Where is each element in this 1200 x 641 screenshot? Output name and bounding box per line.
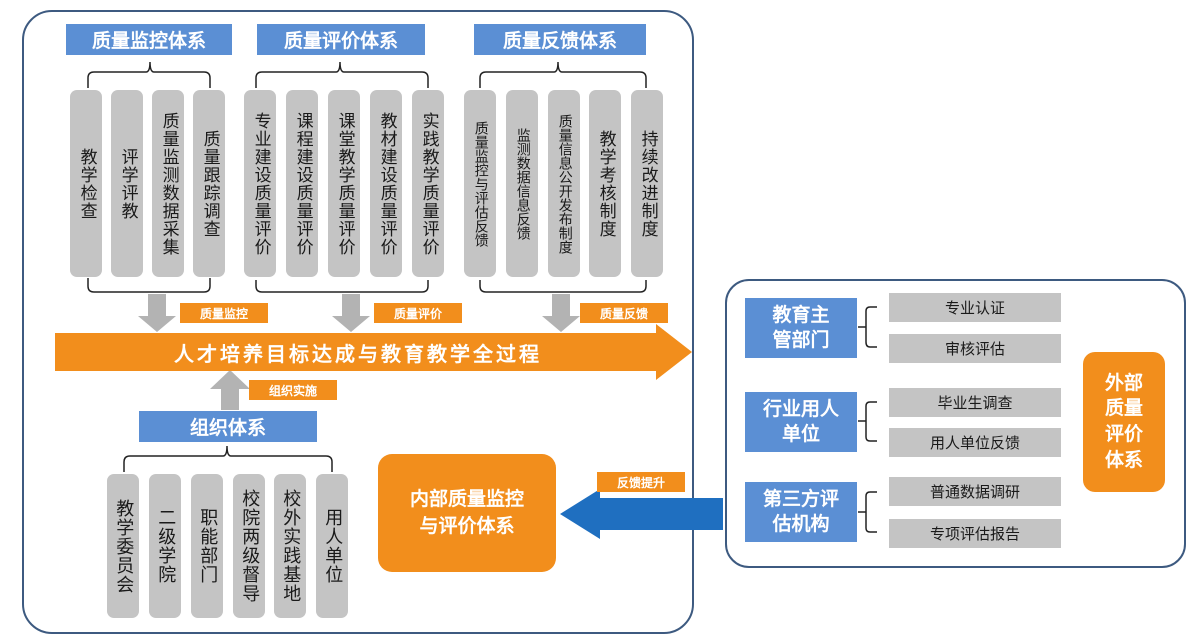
organization-title: 组织体系 xyxy=(139,411,317,442)
evaluation-item: 专业建设质量评价 xyxy=(244,90,276,277)
evaluation-flow-label: 质量评价 xyxy=(374,303,462,323)
external-group-education: 教育主管部门 xyxy=(745,298,857,358)
organization-item: 用人单位 xyxy=(316,474,348,618)
feedback-title: 质量反馈体系 xyxy=(474,24,646,55)
monitor-item: 教学检查 xyxy=(70,90,102,277)
organization-item: 职能部门 xyxy=(191,474,223,618)
feedback-item: 教学考核制度 xyxy=(589,90,621,277)
external-item: 审核评估 xyxy=(889,334,1061,363)
organization-item: 校外实践基地 xyxy=(274,474,306,618)
feedback-item: 质量信息公开发布制度 xyxy=(548,90,580,277)
feedback-flow-label: 质量反馈 xyxy=(580,303,668,323)
external-item: 用人单位反馈 xyxy=(889,428,1061,457)
feedback-item: 质量监控与评估反馈 xyxy=(464,90,496,277)
evaluation-item: 教材建设质量评价 xyxy=(370,90,402,277)
monitor-item: 评学评教 xyxy=(111,90,143,277)
internal-system-box: 内部质量监控与评价体系 xyxy=(378,454,556,572)
monitor-flow-label: 质量监控 xyxy=(180,303,268,323)
organization-item: 校院两级督导 xyxy=(233,474,265,618)
feedback-arrow-label: 反馈提升 xyxy=(597,472,685,492)
monitor-title: 质量监控体系 xyxy=(66,24,232,55)
external-item: 普通数据调研 xyxy=(889,477,1061,506)
external-item: 专项评估报告 xyxy=(889,519,1061,548)
external-group-industry: 行业用人单位 xyxy=(745,392,857,452)
evaluation-item: 课程建设质量评价 xyxy=(286,90,318,277)
evaluation-item: 实践教学质量评价 xyxy=(412,90,444,277)
feedback-item: 监测数据信息反馈 xyxy=(506,90,538,277)
organization-item: 教学委员会 xyxy=(107,474,139,618)
monitor-item: 质量监测数据采集 xyxy=(152,90,184,277)
evaluation-item: 课堂教学质量评价 xyxy=(328,90,360,277)
organization-flow-label: 组织实施 xyxy=(249,380,337,400)
feedback-item: 持续改进制度 xyxy=(631,90,663,277)
external-system-title: 外部质量评价体系 xyxy=(1083,352,1165,492)
organization-item: 二级学院 xyxy=(149,474,181,618)
external-item: 毕业生调查 xyxy=(889,388,1061,417)
external-group-third-party: 第三方评估机构 xyxy=(745,482,857,542)
monitor-item: 质量跟踪调查 xyxy=(193,90,225,277)
external-item: 专业认证 xyxy=(889,293,1061,322)
evaluation-title: 质量评价体系 xyxy=(257,24,425,55)
main-arrow-text: 人才培养目标达成与教育教学全过程 xyxy=(174,341,542,366)
